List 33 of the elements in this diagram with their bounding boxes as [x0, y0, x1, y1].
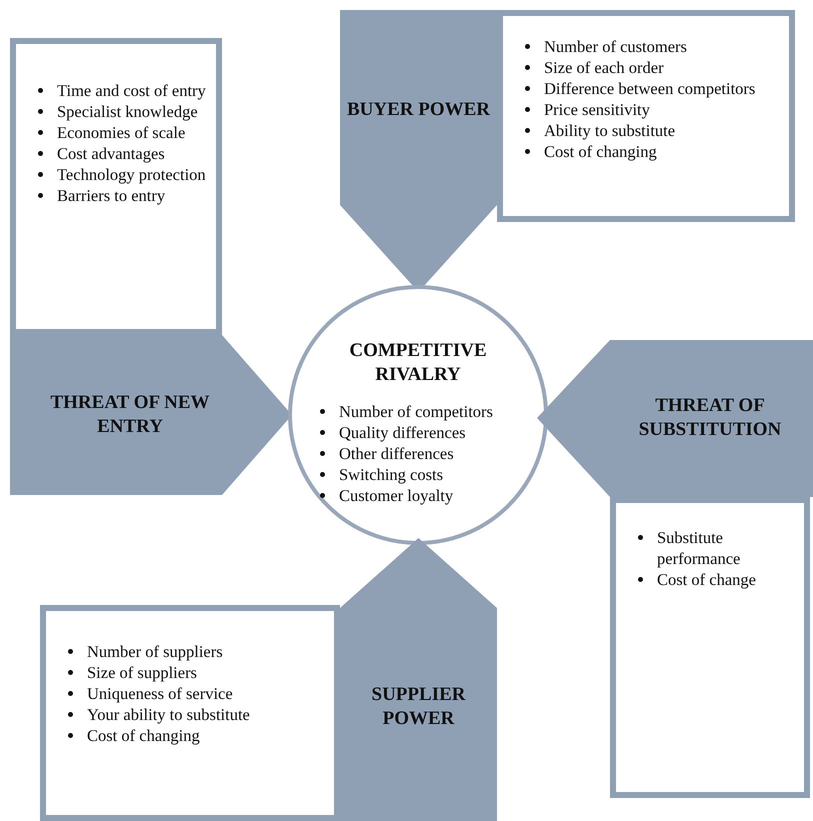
list-item-text: Customer loyalty — [339, 485, 454, 506]
bullet-list-box — [497, 10, 795, 222]
bullet-list-box — [40, 605, 340, 821]
list-item-text: Cost advantages — [57, 143, 165, 164]
force-heading: SUPPLIER POWER — [370, 683, 467, 731]
list-item-text: Number of customers — [544, 36, 687, 57]
list-item-text: Uniqueness of service — [87, 683, 233, 704]
list-item-text: Cost of changing — [544, 141, 657, 162]
list-item-text: Cost of change — [657, 569, 756, 590]
force-heading: THREAT OF NEW ENTRY — [49, 391, 211, 439]
list-item-text: Number of suppliers — [87, 641, 223, 662]
force-heading: THREAT OF SUBSTITUTION — [638, 394, 782, 442]
list-item-text: Specialist knowledge — [57, 101, 198, 122]
list-item-text: Size of suppliers — [87, 662, 197, 683]
force-heading: BUYER POWER — [346, 98, 492, 122]
list-item-text: Ability to substitute — [544, 120, 676, 141]
list-item-text: Other differences — [339, 443, 454, 464]
list-item-text: Difference between competitors — [544, 78, 756, 99]
bullet-list-box — [610, 497, 810, 798]
circle-heading: COMPETITIVE RIVALRY — [348, 339, 488, 387]
list-item-text: Economies of scale — [57, 122, 186, 143]
list-item-text: Price sensitivity — [544, 99, 650, 120]
list-item-text: Time and cost of entry — [57, 80, 206, 101]
list-item-text: Technology protection — [57, 164, 206, 185]
bullet-list-box — [10, 38, 222, 335]
list-item-text: Switching costs — [339, 464, 444, 485]
list-item-text: Size of each order — [544, 57, 664, 78]
list-item-text: Number of competitors — [339, 401, 493, 422]
list-item-text: Quality differences — [339, 422, 466, 443]
list-item-text: Barriers to entry — [57, 185, 166, 206]
list-item-text: Substitute performance — [657, 527, 742, 569]
list-item-text: Cost of changing — [87, 725, 200, 746]
list-item-text: Your ability to substitute — [87, 704, 250, 725]
